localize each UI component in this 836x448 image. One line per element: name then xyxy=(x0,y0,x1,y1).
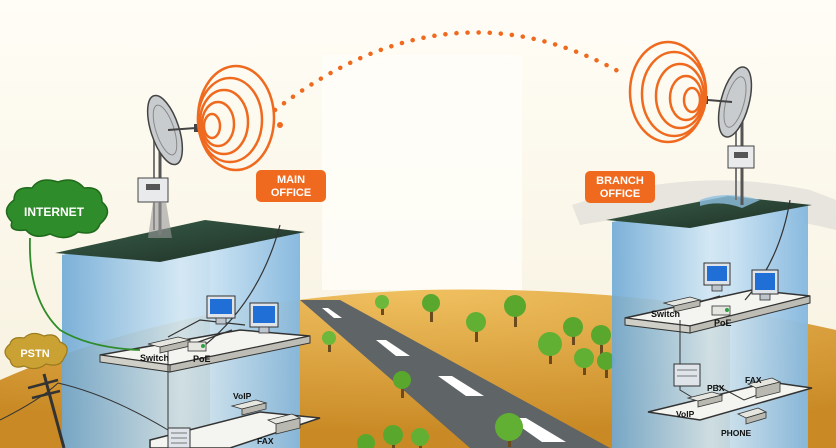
tree xyxy=(422,294,440,322)
main-office-badge xyxy=(256,170,326,202)
tree xyxy=(375,295,389,315)
phone-system-icon xyxy=(167,427,191,448)
pbx-icon xyxy=(673,363,701,387)
computer-icon xyxy=(249,302,279,334)
trees xyxy=(322,294,615,448)
tree xyxy=(466,312,486,342)
road xyxy=(300,300,610,448)
tree xyxy=(383,425,403,448)
main-switch-label: Switch xyxy=(140,353,169,363)
internet-label: INTERNET xyxy=(24,205,85,219)
branch-office-label-line2: OFFICE xyxy=(600,188,640,200)
branch-switch-label: Switch xyxy=(651,309,680,319)
computer-icon xyxy=(206,295,236,325)
voip-gateway-icon xyxy=(230,399,268,416)
branch-dish-antenna-icon xyxy=(702,66,755,205)
pstn-cloud-icon xyxy=(4,332,68,370)
fax-machine-icon xyxy=(746,377,782,399)
branch-fax-label: FAX xyxy=(745,375,762,385)
tree xyxy=(495,413,523,447)
tree xyxy=(357,434,375,448)
branch-building-roof xyxy=(606,196,812,228)
branch-office-label-line1: BRANCH xyxy=(596,175,644,187)
wireless-link-arc xyxy=(272,30,628,113)
branch-pbx-label: PBX xyxy=(707,383,725,393)
tree xyxy=(411,428,429,448)
road-marking xyxy=(376,340,410,356)
computer-icon xyxy=(703,262,731,292)
branch-phone-label: PHONE xyxy=(721,428,752,438)
tree xyxy=(538,332,562,364)
network-switch-icon xyxy=(662,296,702,313)
main-building-roof xyxy=(55,220,305,262)
branch-voip-label: VoIP xyxy=(676,409,695,419)
main-signal-waves xyxy=(196,64,276,172)
poe-injector-icon xyxy=(187,341,207,352)
pstn-label: PSTN xyxy=(20,348,49,360)
main-office-building: Switch PoE VoIP FAX xyxy=(55,220,321,448)
voip-gateway-icon xyxy=(686,391,724,408)
branch-office-building: Switch PoE PBX FAX VoIP PHONE xyxy=(572,180,836,448)
computer-icon xyxy=(751,269,779,301)
internet-link xyxy=(29,237,141,351)
main-fax-label: FAX xyxy=(257,436,274,446)
main-office-label-line1: MAIN xyxy=(277,174,305,186)
phone-icon xyxy=(736,407,768,425)
branch-poe-label: PoE xyxy=(714,318,732,328)
tree xyxy=(322,331,336,352)
road-marking xyxy=(438,376,484,396)
main-poe-label: PoE xyxy=(193,354,211,364)
tree xyxy=(574,348,594,375)
tree xyxy=(504,295,526,327)
main-dish-antenna-icon xyxy=(137,94,200,238)
internet-cloud-icon xyxy=(5,179,109,239)
poe-injector-icon xyxy=(711,305,731,316)
main-voip-label: VoIP xyxy=(233,391,252,401)
tree xyxy=(591,325,611,355)
tree xyxy=(393,371,411,398)
road-marking xyxy=(322,308,342,318)
branch-office-badge xyxy=(585,171,655,203)
main-office-label-line2: OFFICE xyxy=(271,187,311,199)
faint-panel xyxy=(322,55,522,290)
utility-pole-icon xyxy=(0,373,169,448)
tree xyxy=(597,352,615,378)
fax-machine-icon xyxy=(266,413,302,435)
branch-signal-waves xyxy=(628,40,708,144)
tree xyxy=(563,317,583,345)
